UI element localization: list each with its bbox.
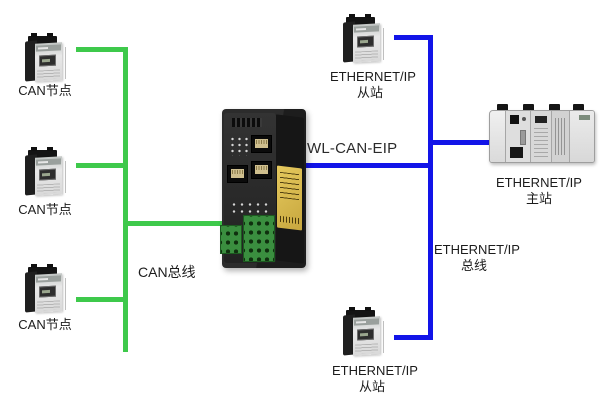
ethernet-port-icon [251,135,272,153]
device-display [357,328,374,341]
plc-master-device-icon [489,104,595,166]
plc-top-clip [549,104,560,111]
plc-led [522,117,526,121]
plc-io-display [535,116,547,123]
plc-vented-module [552,111,570,162]
gateway-device-icon [220,109,306,268]
can-bus-label: CAN总线 [138,264,196,280]
eip-bus-label-line2: 总线 [460,258,487,273]
device-vent-slots [37,69,60,80]
device-front-panel [35,273,62,313]
device-edge-line [383,321,384,353]
can-node-label-1: CAN节点 [18,83,72,98]
device-vent-slots [355,50,378,61]
eip-slave-bottom-label: ETHERNET/IP 从站 [332,363,418,395]
gateway-to-eip-bus-line [306,163,433,168]
device-edge-line [65,47,66,79]
plc-top-clip [573,104,584,111]
gateway-led-indicators [229,136,251,156]
can-node-device-icon [24,147,66,197]
eip-bus-vertical-line [428,35,433,340]
eip-branch-top-line [394,35,433,40]
plc-brand-logo [579,115,590,120]
plc-power-module [490,111,506,162]
eip-master-label-line1: ETHERNET/IP [496,175,582,190]
device-top-cap [346,307,375,318]
plc-top-clip [497,104,508,111]
can-bus-vertical-line [123,47,128,352]
plc-vents [555,118,566,155]
can-to-gateway-line [123,221,233,226]
device-logo-band [36,44,61,52]
plc-key-switch [520,130,526,145]
plc-end-module [570,111,594,162]
device-top-cap [346,14,375,25]
device-display [39,54,56,67]
eip-to-master-line [431,140,492,145]
gateway-status-leds [230,201,272,214]
eip-master-label: ETHERNET/IP 主站 [494,175,584,207]
plc-ethernet-port [510,147,523,158]
device-front-panel [35,156,62,196]
device-logo-band [354,318,379,326]
plc-display [510,115,519,124]
can-node-label-2: CAN节点 [18,202,72,217]
device-logo-band [36,158,61,166]
device-vent-slots [355,343,378,354]
port-inner [255,165,268,174]
eip-slave-top-label: ETHERNET/IP 从站 [330,69,416,101]
port-inner [255,139,268,148]
device-display [39,168,56,181]
plc-io-terminals [534,128,548,157]
can-branch-line-1 [76,47,128,52]
can-node-device-icon [24,264,66,314]
device-vent-slots [37,300,60,311]
device-vent-slots [37,183,60,194]
can-branch-line-2 [76,163,128,168]
device-front-panel [35,42,62,82]
gateway-label-sticker [277,165,302,231]
device-display [357,35,374,48]
device-top-cap [28,264,57,275]
eip-branch-bottom-line [394,335,433,340]
gateway-front-panel [220,113,276,263]
port-inner [231,169,244,178]
gateway-name-label: WL-CAN-EIP [307,140,398,157]
plc-controller-module [506,111,531,162]
plc-io-module [531,111,552,162]
can-node-label-3: CAN节点 [18,317,72,332]
ethernet-port-icon [227,165,248,183]
device-front-panel [353,23,380,63]
eip-master-label-line2: 主站 [525,191,552,206]
eip-slave-bottom-label-line2: 从站 [358,379,385,394]
can-terminal-block [220,225,242,254]
ethernet-port-icon [251,161,272,179]
eip-bus-label-line1: ETHERNET/IP [434,242,520,257]
device-top-cap [28,33,57,44]
device-edge-line [65,278,66,310]
gateway-vent [232,118,262,127]
eip-slave-top-label-line2: 从站 [356,85,383,100]
can-branch-line-3 [76,297,128,302]
device-edge-line [65,161,66,193]
eip-slave-top-label-line1: ETHERNET/IP [330,69,416,84]
eip-slave-device-icon [342,307,384,357]
plc-top-clip [523,104,534,111]
power-terminal-block [243,215,275,262]
eip-bus-label: ETHERNET/IP 总线 [434,242,520,274]
device-display [39,285,56,298]
plc-rack-body [489,110,595,163]
device-logo-band [354,25,379,33]
eip-slave-bottom-label-line1: ETHERNET/IP [332,363,418,378]
eip-slave-device-icon [342,14,384,64]
device-edge-line [383,28,384,60]
device-front-panel [353,316,380,356]
can-node-device-icon [24,33,66,83]
device-logo-band [36,275,61,283]
device-top-cap [28,147,57,158]
